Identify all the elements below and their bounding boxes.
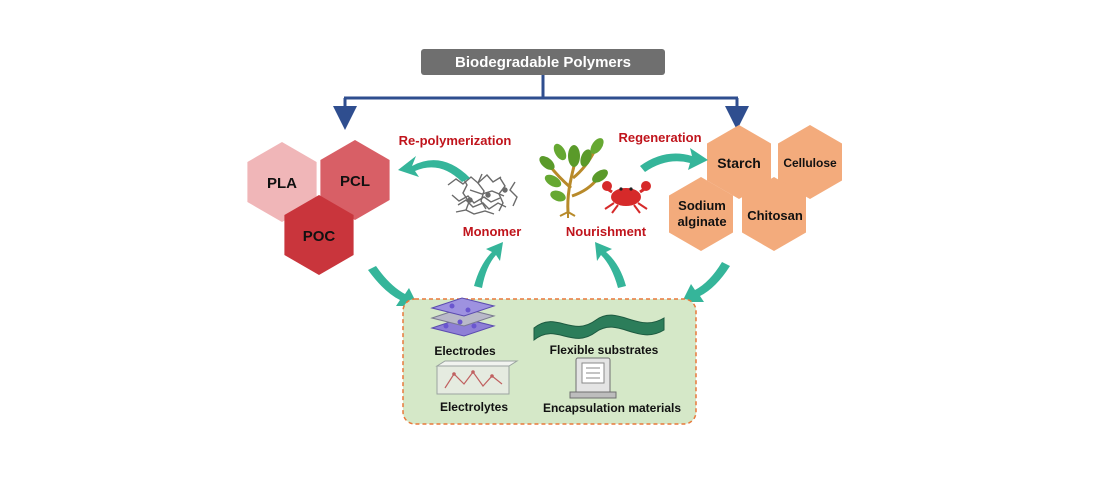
poc-label: POC (303, 228, 336, 245)
hexagon-shape (284, 195, 354, 275)
title-connector (333, 75, 749, 130)
natural-to-panel-arrow (682, 262, 730, 302)
title-text: Biodegradable Polymers (455, 54, 631, 71)
hexagon-shape (742, 177, 806, 251)
repolymerization-arrow (398, 156, 470, 182)
panel-to-nourishment-arrow (595, 242, 626, 288)
title-box: Biodegradable Polymers (421, 49, 665, 75)
pla-label: PLA (267, 175, 297, 192)
encapsulation-materials-label: Encapsulation materials (543, 401, 681, 415)
electrolytes-icon (435, 360, 519, 395)
cellulose-label: Cellulose (783, 156, 837, 170)
cellulose-hexagon: Cellulose (778, 125, 842, 199)
hexagon-shape (247, 142, 317, 222)
monomer-network-illustration (447, 173, 518, 215)
monomer-label: Monomer (463, 224, 522, 239)
starch-hexagon: Starch (707, 125, 771, 199)
title-background (421, 49, 665, 75)
plant-icon (539, 138, 608, 218)
chitosan-label: Chitosan (747, 208, 803, 223)
repolymerization-label: Re-polymerization (399, 133, 512, 148)
electrolytes-label: Electrolytes (440, 400, 508, 414)
to-panel-left-arrow (368, 266, 418, 306)
electrodes-label: Electrodes (434, 344, 496, 358)
starch-label: Starch (717, 155, 761, 171)
sodium-alginate-label-line1: Sodium (678, 198, 726, 213)
pcl-hexagon: PCL (320, 140, 390, 220)
panel-to-monomer-arrow (474, 242, 503, 288)
encapsulation-icon (569, 357, 617, 399)
regeneration-label: Regeneration (618, 130, 701, 145)
nourishment-label: Nourishment (566, 224, 647, 239)
crab-icon (602, 181, 651, 214)
pcl-label: PCL (340, 173, 370, 190)
sodium-alginate-hexagon: Sodium alginate (669, 177, 733, 251)
natural-polymers-cluster: Starch Cellulose Sodium alginate Chitosa… (669, 125, 842, 251)
hexagon-shape (320, 140, 390, 220)
hexagon-shape (669, 177, 733, 251)
poc-hexagon: POC (284, 195, 354, 275)
sodium-alginate-label-line2: alginate (677, 214, 726, 229)
flexible-substrates-label: Flexible substrates (550, 343, 659, 357)
chitosan-hexagon: Chitosan (742, 177, 806, 251)
pla-hexagon: PLA (247, 142, 317, 222)
regeneration-arrow (640, 148, 708, 172)
flow-arrows (368, 148, 730, 306)
applications-panel: Electrodes Flexible substrates Electroly… (402, 297, 697, 425)
electrodes-icon (430, 297, 496, 337)
flexible-substrate-icon (533, 314, 665, 342)
hexagon-shape (778, 125, 842, 199)
synthetic-polymers-cluster: PLA PCL POC (247, 140, 390, 275)
hexagon-shape (707, 125, 771, 199)
